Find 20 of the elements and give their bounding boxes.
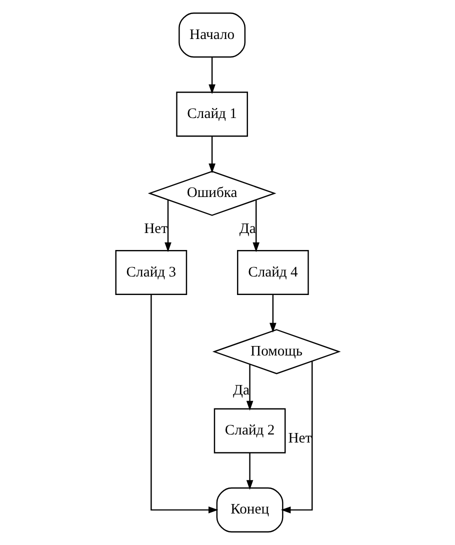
arrow [150,294,218,514]
arrow [246,364,254,411]
arrow [252,200,260,252]
node-box: Слайд 1 [176,92,248,137]
node-diamond: Ошибка [148,170,276,216]
arrow [246,452,254,490]
node-box: Начало [178,12,246,58]
arrow [270,294,276,333]
edge-label: Нет [288,430,312,447]
node-diamond: Помощь [212,329,341,374]
node-box: Слайд 4 [237,250,309,296]
node-box: Слайд 2 [214,408,286,454]
arrow [208,136,216,174]
arrow [208,57,216,94]
node-box: Конец [216,487,284,532]
edge-label: Да [239,221,256,238]
node-box: Слайд 3 [115,250,188,296]
arrow [164,200,172,252]
arrow [280,362,313,514]
edge-label: Нет [144,221,168,238]
